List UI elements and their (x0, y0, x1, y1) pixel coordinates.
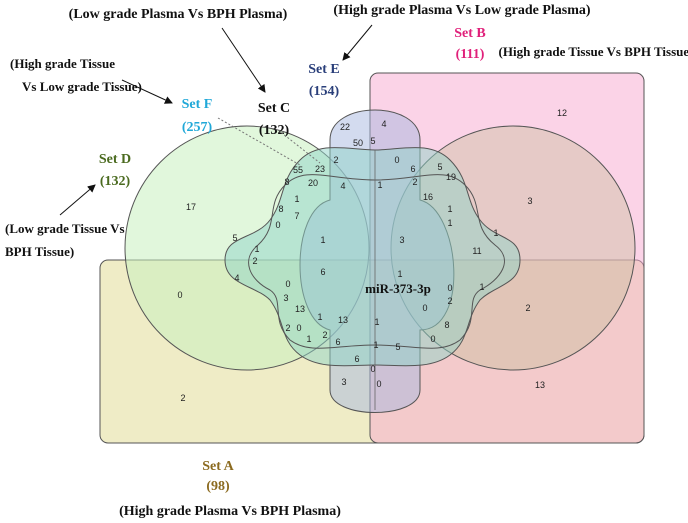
set-c-desc: (Low grade Plasma Vs BPH Plasma) (69, 7, 288, 22)
region-count: 7 (294, 211, 299, 221)
region-count: 1 (479, 282, 484, 292)
region-count: 1 (320, 235, 325, 245)
set-a-name: Set A (202, 459, 234, 474)
set-f-inner (248, 174, 505, 349)
region-count: 22 (340, 122, 350, 132)
region-count: 4 (381, 119, 386, 129)
set-b-count: (111) (456, 47, 485, 62)
region-count: 11 (472, 246, 481, 256)
region-count: 6 (335, 337, 340, 347)
region-count: 0 (275, 220, 280, 230)
region-count: 1 (306, 334, 311, 344)
set-f-name: Set F (182, 97, 213, 112)
region-count: 1 (447, 204, 452, 214)
region-count: 0 (370, 364, 375, 374)
region-count: 17 (186, 202, 196, 212)
set-d-desc-2: BPH Tissue) (5, 244, 74, 259)
region-count: 2 (180, 393, 185, 403)
region-count: 16 (423, 192, 433, 202)
region-count: 13 (535, 380, 545, 390)
region-count: 5 (395, 342, 400, 352)
region-count: 2 (252, 256, 257, 266)
region-count: 0 (296, 323, 301, 333)
region-count: 1 (493, 228, 498, 238)
region-count: 0 (422, 303, 427, 313)
region-count: 0 (285, 279, 290, 289)
region-count: 23 (315, 164, 325, 174)
set-b-desc: (High grade Tissue Vs BPH Tissue) (499, 44, 688, 59)
set-d-count: (132) (100, 174, 131, 189)
region-count: 1 (254, 244, 259, 254)
region-count: 8 (444, 320, 449, 330)
set-f-shape (224, 147, 521, 367)
region-count: 1 (377, 180, 382, 190)
region-count: 2 (285, 323, 290, 333)
region-count: 1 (397, 269, 402, 279)
region-count: 5 (370, 136, 375, 146)
region-count: 13 (338, 315, 348, 325)
region-count: 2 (322, 330, 327, 340)
region-count: 2 (447, 296, 452, 306)
set-f-count: (257) (182, 120, 213, 135)
region-count: 0 (394, 155, 399, 165)
set-d-name: Set D (99, 152, 131, 167)
region-count: 5 (232, 233, 237, 243)
region-count: 6 (410, 164, 415, 174)
region-count: 1 (373, 340, 378, 350)
region-count: 1 (374, 317, 379, 327)
region-count: 3 (399, 235, 404, 245)
region-count: 3 (527, 196, 532, 206)
region-count: 4 (340, 181, 345, 191)
set-e-desc: (High grade Plasma Vs Low grade Plasma) (333, 3, 591, 18)
set-e-count: (154) (309, 84, 340, 99)
set-c-name: Set C (258, 101, 290, 116)
region-count: 50 (353, 138, 363, 148)
region-count: 0 (376, 379, 381, 389)
set-a-desc: (High grade Plasma Vs BPH Plasma) (119, 504, 341, 519)
set-a-count: (98) (206, 479, 230, 494)
region-count: 0 (430, 334, 435, 344)
region-count: 5 (437, 162, 442, 172)
region-count: 8 (284, 177, 289, 187)
region-count: 3 (341, 377, 346, 387)
region-count: 13 (295, 304, 305, 314)
set-c-count: (132) (259, 123, 290, 138)
region-count: 19 (446, 172, 456, 182)
set-d-desc-1: (Low grade Tissue Vs (5, 221, 125, 236)
center-label: miR-373-3p (365, 281, 431, 296)
set-e-name: Set E (308, 62, 340, 77)
set-f-desc-1: (High grade Tissue (10, 56, 115, 71)
region-count: 8 (278, 204, 283, 214)
set-b-name: Set B (454, 26, 486, 41)
region-count: 0 (447, 283, 452, 293)
region-count: 1 (447, 218, 452, 228)
region-count: 3 (283, 293, 288, 303)
region-count: 6 (354, 354, 359, 364)
region-count: 1 (294, 194, 299, 204)
region-count: 4 (234, 273, 239, 283)
set-f-desc-2: Vs Low grade Tissue) (22, 79, 142, 94)
region-count: 20 (308, 178, 318, 188)
region-count: 6 (320, 267, 325, 277)
region-count: 55 (293, 165, 303, 175)
region-count: 12 (557, 108, 567, 118)
region-count: 2 (333, 155, 338, 165)
region-count: 0 (177, 290, 182, 300)
region-count: 1 (317, 312, 322, 322)
region-count: 2 (412, 177, 417, 187)
region-count: 2 (525, 303, 530, 313)
